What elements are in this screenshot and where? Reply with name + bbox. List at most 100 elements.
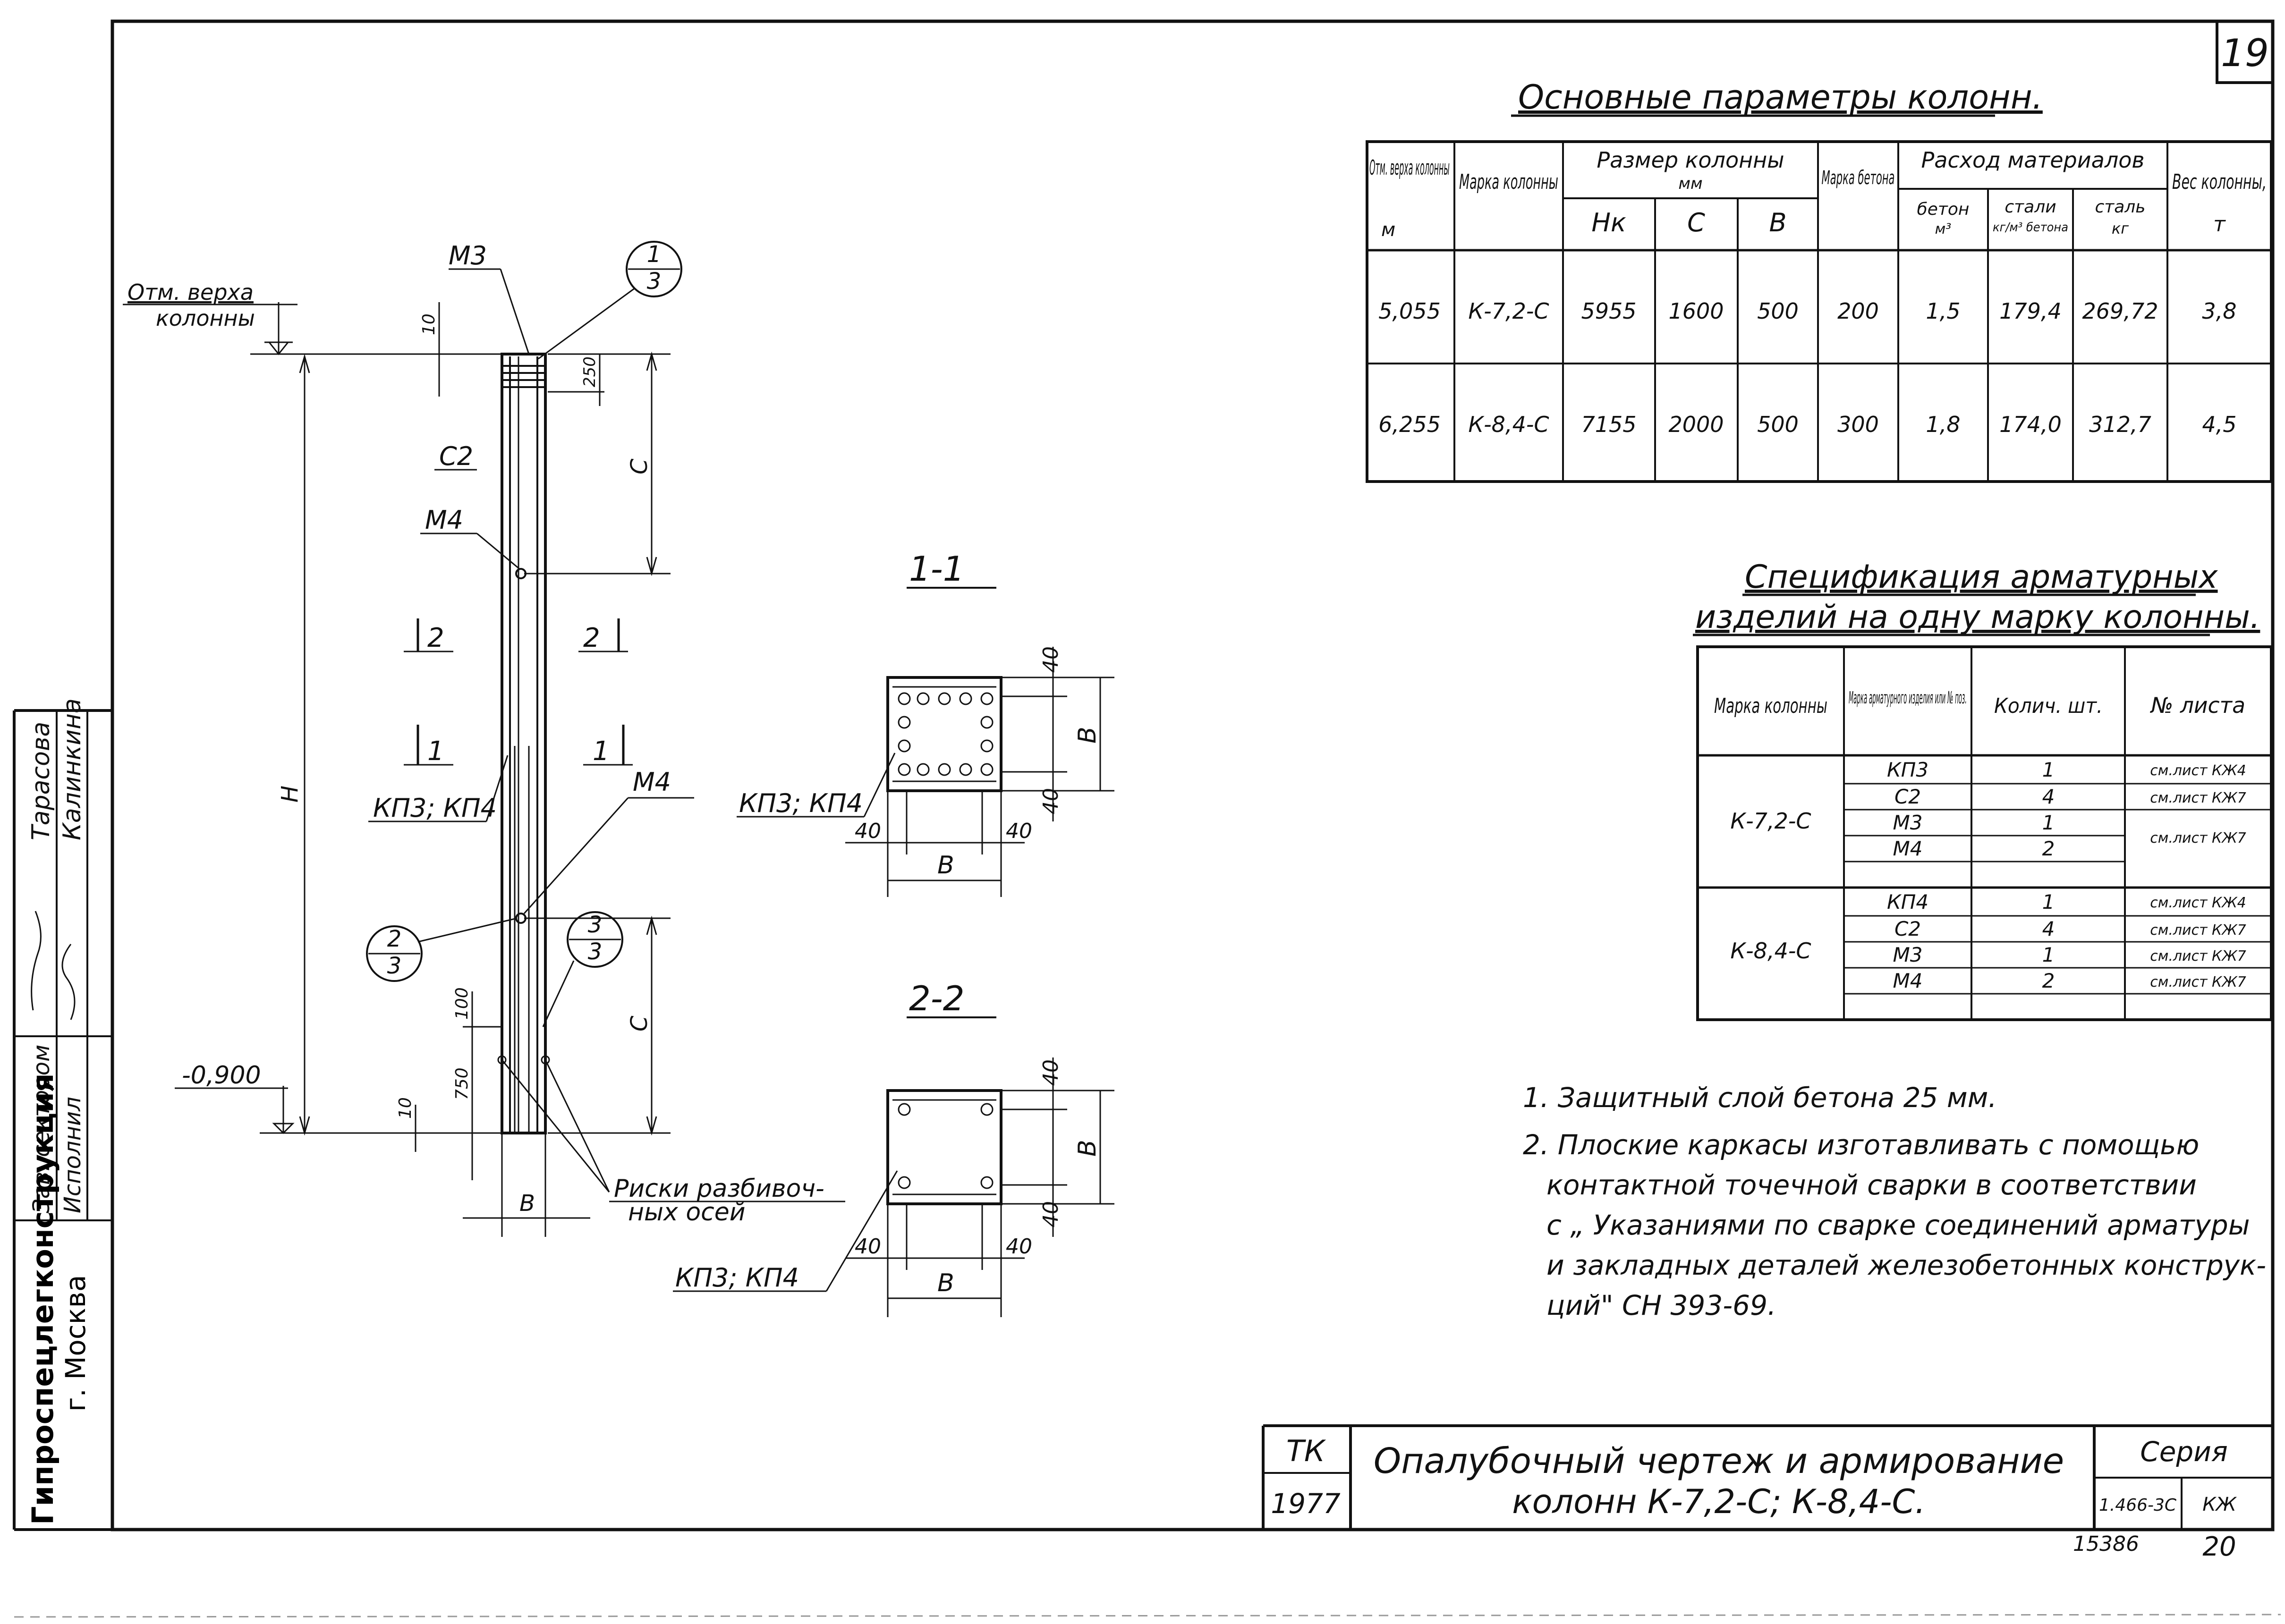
spec-table: Марка колонны Марка арматурного изделия … xyxy=(1696,645,2273,1021)
cell-mark: К-7,2-С xyxy=(1468,298,1549,324)
spec-qty: 1 xyxy=(2042,890,2055,914)
spec-qty: 2 xyxy=(2042,837,2055,860)
spec-h-qty: Колич. шт. xyxy=(1994,694,2103,718)
sheet-number: 19 xyxy=(2221,31,2269,75)
spec-sheet: см.лист КЖ7 xyxy=(2150,830,2246,846)
bottom-elev-label: -0,900 xyxy=(182,1061,261,1090)
year: 1977 xyxy=(1271,1488,1341,1520)
dim-40: 40 xyxy=(1006,819,1032,843)
cell-b: 500 xyxy=(1757,412,1799,437)
dim-40: 40 xyxy=(855,819,881,843)
spec-qty: 1 xyxy=(2042,943,2055,966)
top-elev-label: колонны xyxy=(156,305,255,331)
params-title: Основные параметры колонн. xyxy=(1518,78,2043,117)
h-elev: Отм. верха колонны xyxy=(1369,156,1450,180)
spec-row: С2 4 см.лист КЖ7 xyxy=(1894,917,2246,940)
spec-qty: 1 xyxy=(2042,758,2055,781)
note-line: 2. Плоские каркасы изготавливать с помощ… xyxy=(1523,1129,2199,1161)
cell-mark: К-8,4-С xyxy=(1468,412,1549,437)
column-elevation: Отм. верха колонны -0,900 Н С С 250 1 xyxy=(123,241,845,1237)
dim-10-bottom: 10 xyxy=(396,1097,415,1119)
cell-elev: 5,055 xyxy=(1378,298,1441,324)
cut-label: 2 xyxy=(583,623,600,653)
note-line: 1. Защитный слой бетона 25 мм. xyxy=(1523,1082,1997,1114)
dim-c-bottom: С xyxy=(626,1015,653,1032)
cell-weight: 4,5 xyxy=(2202,412,2236,437)
label-kp: КП3; КП4 xyxy=(739,788,863,818)
label-kp: КП3; КП4 xyxy=(675,1263,799,1293)
label-m4-b: М4 xyxy=(633,767,671,797)
cut-1-markers: 1 1 xyxy=(404,725,633,767)
h-mark: Марка колонны xyxy=(1459,170,1558,194)
cell-steel-per: 174,0 xyxy=(1999,412,2062,437)
spec-row: М3 1 см.лист КЖ7 xyxy=(1893,811,2246,846)
cell-grade: 200 xyxy=(1837,298,1879,324)
callout-den: 3 xyxy=(588,939,603,965)
organization-name: Гипроспецлегконструкция xyxy=(25,1074,60,1525)
spec-sheet: см.лист КЖ4 xyxy=(2150,762,2246,779)
spec-row: С2 4 см.лист КЖ7 xyxy=(1894,785,2246,808)
spec-item: КП4 xyxy=(1887,890,1928,914)
spec-row: М4 2 см.лист КЖ7 xyxy=(1893,969,2246,992)
organization-city: г. Москва xyxy=(59,1275,92,1412)
label-m3: М3 xyxy=(449,241,487,271)
cell-beton: 1,8 xyxy=(1926,412,1960,437)
title-line-1: Опалубочный чертеж и армирование xyxy=(1374,1441,2064,1481)
cut-label: 1 xyxy=(427,736,444,767)
label-c2: С2 xyxy=(439,441,473,471)
sheet-page-number: 20 xyxy=(2202,1531,2236,1562)
callout-num: 3 xyxy=(588,912,603,938)
params-row: 6,255 К-8,4-С 7155 2000 500 300 1,8 174,… xyxy=(1378,412,2236,437)
spec-sheet: см.лист КЖ4 xyxy=(2150,895,2246,911)
rebar-dots xyxy=(898,692,994,776)
spec-sheet: см.лист КЖ7 xyxy=(2150,948,2246,964)
callout-2-3: 2 3 xyxy=(366,917,518,982)
cell-elev: 6,255 xyxy=(1378,412,1441,437)
dim-40: 40 xyxy=(1039,1201,1063,1227)
dim-b: В xyxy=(1073,1140,1102,1157)
spec-section: Спецификация арматурных изделий на одну … xyxy=(1693,558,2273,1021)
h-steel-per-unit: кг/м³ бетона xyxy=(1993,220,2068,235)
note-line: ций" СН 393-69. xyxy=(1546,1289,1776,1321)
params-row: 5,055 К-7,2-С 5955 1600 500 200 1,5 179,… xyxy=(1378,298,2236,324)
sheet-code: КЖ xyxy=(2202,1494,2237,1515)
params-table: Отм. верха колонны м Марка колонны Разме… xyxy=(1366,140,2273,483)
spec-item: КП3 xyxy=(1887,758,1928,781)
spec-h-sheet: № листа xyxy=(2149,693,2245,718)
title-line-2: колонн К-7,2-С; К-8,4-С. xyxy=(1512,1482,1925,1521)
notes: 1. Защитный слой бетона 25 мм. 2. Плоски… xyxy=(1523,1082,2266,1321)
cell-steel-per: 179,4 xyxy=(1999,298,2062,324)
spec-row: КП3 1 см.лист КЖ4 xyxy=(1887,758,2246,781)
label-m4: М4 xyxy=(425,505,463,535)
callout-num: 1 xyxy=(647,241,662,268)
h-weight: Вес колонны, xyxy=(2172,170,2267,194)
dim-b: В xyxy=(937,1269,954,1297)
spec-sheet: см.лист КЖ7 xyxy=(2150,974,2246,990)
risks-label: ных осей xyxy=(628,1198,746,1226)
cell-steel: 269,72 xyxy=(2082,298,2158,324)
h-steel: сталь xyxy=(2095,197,2145,217)
spec-sheet: см.лист КЖ7 xyxy=(2150,922,2246,939)
inventory-number: 15386 xyxy=(2073,1532,2139,1556)
dim-100: 100 xyxy=(452,987,472,1020)
note-line: и закладных деталей железобетонных конст… xyxy=(1546,1249,2266,1281)
spec-h-mark: Марка колонны xyxy=(1714,694,1827,718)
dim-40: 40 xyxy=(855,1235,881,1259)
cell-weight: 3,8 xyxy=(2202,298,2236,324)
spec-row: М3 1 см.лист КЖ7 xyxy=(1893,943,2246,966)
params-section: Основные параметры колонн. Отм. верха ко… xyxy=(1366,78,2273,483)
spec-item: С2 xyxy=(1894,917,1921,940)
h-b: В xyxy=(1769,208,1786,237)
cell-steel: 312,7 xyxy=(2089,412,2151,437)
section-title: 1-1 xyxy=(909,549,965,589)
dim-40: 40 xyxy=(1039,1059,1063,1086)
dim-750: 750 xyxy=(452,1067,472,1100)
sheet-frame: 19 xyxy=(14,19,2281,1618)
spec-item: М3 xyxy=(1893,811,1923,834)
cell-c: 2000 xyxy=(1668,412,1724,437)
dim-b: В xyxy=(937,851,954,880)
spec-row: КП4 1 см.лист КЖ4 xyxy=(1887,890,2246,914)
dim-b: В xyxy=(1073,727,1102,744)
label-kp: КП3; КП4 xyxy=(373,793,497,823)
series-label: Серия xyxy=(2140,1436,2228,1468)
